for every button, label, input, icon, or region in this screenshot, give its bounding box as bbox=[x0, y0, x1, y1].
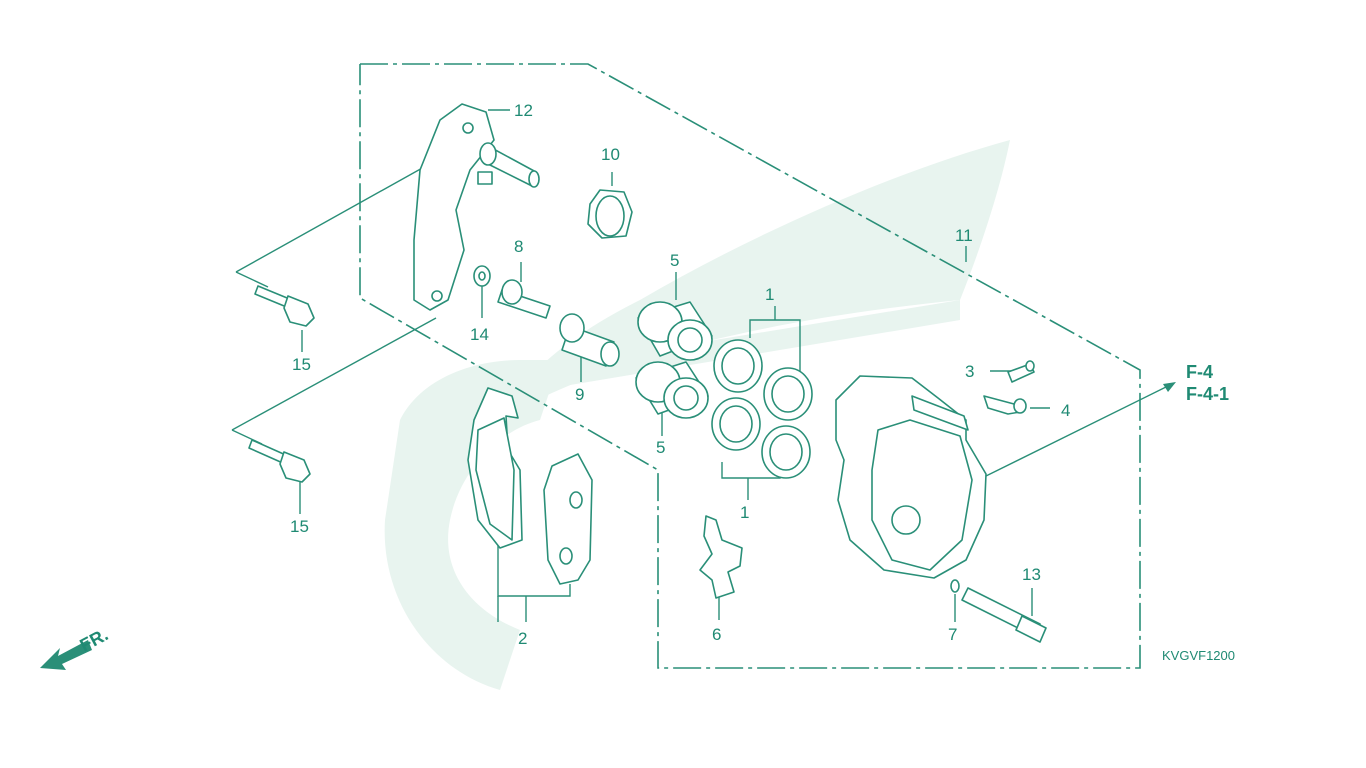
pin-boot bbox=[587, 189, 633, 239]
pin-bolt bbox=[497, 279, 551, 319]
leader-lines bbox=[231, 109, 1176, 622]
bolt-upper bbox=[254, 285, 315, 327]
callout-3: 3 bbox=[965, 362, 974, 381]
brake-pad-left bbox=[467, 387, 523, 549]
caliper-pin bbox=[559, 313, 620, 367]
callout-13: 13 bbox=[1022, 565, 1041, 584]
bleeder-screw bbox=[1007, 360, 1035, 383]
washer bbox=[473, 265, 491, 287]
callout-4: 4 bbox=[1061, 401, 1070, 420]
piston-seals bbox=[711, 339, 813, 479]
reference-arrow-head bbox=[1163, 382, 1176, 392]
callout-15-lower: 15 bbox=[290, 517, 309, 536]
slide-pin bbox=[961, 587, 1047, 643]
callout-8: 8 bbox=[514, 237, 523, 256]
bolt-lower bbox=[248, 439, 311, 483]
drawing-code: KVGVF1200 bbox=[1162, 648, 1235, 663]
watermark-logo bbox=[384, 140, 1010, 690]
caliper-body bbox=[835, 375, 987, 579]
callout-15-upper: 15 bbox=[292, 355, 311, 374]
callout-1-lower: 1 bbox=[740, 503, 749, 522]
callout-5-lower: 5 bbox=[656, 438, 665, 457]
bleeder-cap bbox=[983, 395, 1027, 415]
callout-6: 6 bbox=[712, 625, 721, 644]
piston-upper bbox=[637, 301, 713, 361]
callout-1-upper: 1 bbox=[765, 285, 774, 304]
caliper-bracket bbox=[413, 103, 540, 311]
piston-lower bbox=[635, 361, 709, 419]
assembly-outline bbox=[359, 63, 1141, 669]
callout-7: 7 bbox=[948, 625, 957, 644]
callout-12: 12 bbox=[514, 101, 533, 120]
reference-f4-1[interactable]: F-4-1 bbox=[1186, 384, 1229, 404]
callout-5-upper: 5 bbox=[670, 251, 679, 270]
callout-9: 9 bbox=[575, 385, 584, 404]
brake-pad-right bbox=[543, 453, 593, 585]
callout-2: 2 bbox=[518, 629, 527, 648]
pad-spring bbox=[699, 515, 743, 599]
callout-10: 10 bbox=[601, 145, 620, 164]
callout-11: 11 bbox=[955, 226, 973, 245]
o-ring bbox=[950, 579, 960, 593]
front-direction-arrow: FR. bbox=[40, 624, 111, 670]
callout-14: 14 bbox=[470, 325, 489, 344]
reference-f4[interactable]: F-4 bbox=[1186, 362, 1213, 382]
